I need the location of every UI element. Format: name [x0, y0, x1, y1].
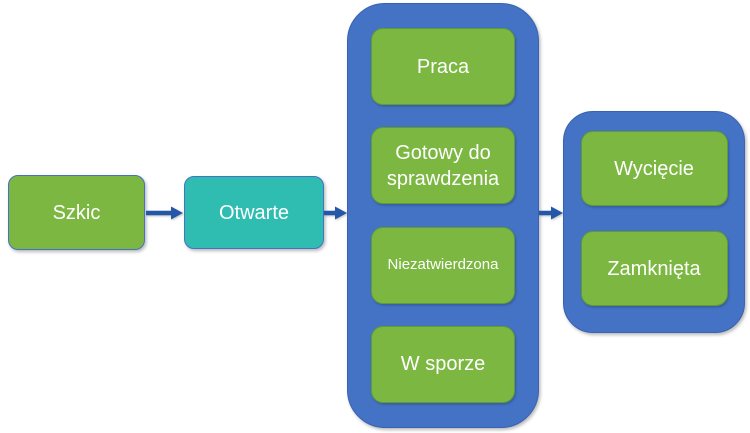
- group-active-states: Praca Gotowy do sprawdzenia Niezatwierdz…: [347, 3, 539, 428]
- arrow-head: [171, 206, 183, 220]
- node-gotowy-do-sprawdzenia-label: Gotowy do sprawdzenia: [386, 141, 500, 190]
- arrow-right-icon: [324, 206, 347, 220]
- group-final-states: Wycięcie Zamknięta: [563, 111, 745, 333]
- node-praca-label: Praca: [416, 55, 470, 78]
- node-wyciecie-label: Wycięcie: [614, 157, 694, 180]
- node-praca: Praca: [371, 28, 515, 105]
- node-gotowy-do-sprawdzenia: Gotowy do sprawdzenia: [371, 127, 515, 205]
- node-otwarte: Otwarte: [184, 176, 324, 249]
- node-zamknieta-label: Zamknięta: [607, 257, 701, 280]
- arrow-head: [335, 206, 347, 220]
- node-w-sporze: W sporze: [371, 325, 515, 403]
- node-szkic-label: Szkic: [52, 201, 101, 224]
- node-w-sporze-label: W sporze: [400, 353, 486, 376]
- node-niezatwierdzona: Niezatwierdzona: [371, 226, 515, 304]
- arrow-head: [551, 206, 563, 220]
- node-niezatwierdzona-label: Niezatwierdzona: [387, 256, 499, 274]
- arrow-right-icon: [146, 206, 183, 220]
- arrow-right-icon: [539, 206, 563, 220]
- node-zamknieta: Zamknięta: [580, 231, 728, 306]
- node-szkic: Szkic: [8, 175, 145, 250]
- node-wyciecie: Wycięcie: [580, 131, 728, 206]
- node-otwarte-label: Otwarte: [218, 201, 290, 224]
